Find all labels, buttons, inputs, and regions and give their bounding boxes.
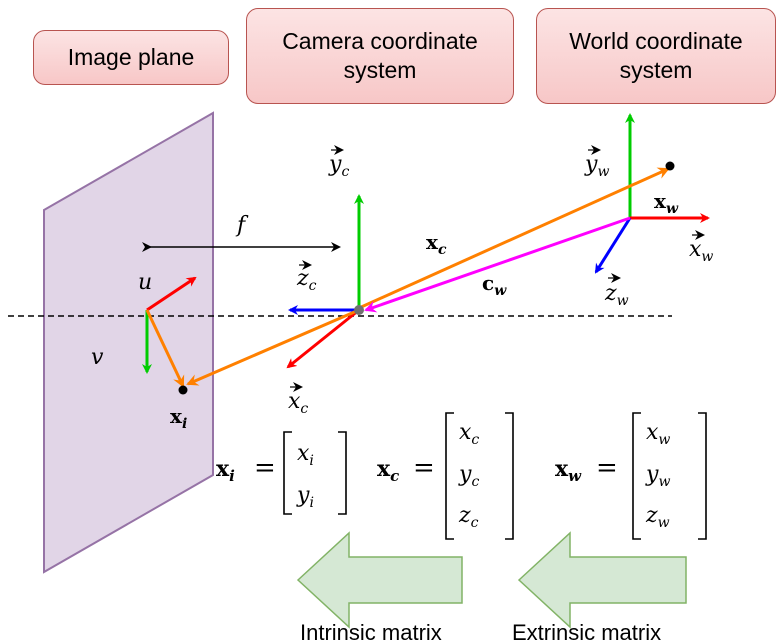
extrinsic-matrix-caption: Extrinsic matrix (512, 620, 661, 644)
xc-vector-label: xc (426, 230, 447, 258)
equation-xc: xc = xc yc zc (377, 412, 514, 540)
camera-coordinate-system-box: Camera coordinate system (246, 8, 514, 104)
svg-text:zw: zw (604, 281, 629, 309)
world-z-axis (594, 217, 632, 274)
svg-text:zw: zw (645, 503, 670, 531)
svg-text:xw: xw (689, 237, 713, 265)
svg-text:yw: yw (645, 462, 670, 490)
svg-text:yc: yc (458, 462, 479, 490)
equation-xw: xw = xw yw zw (555, 412, 707, 540)
camera-z-axis-label: zc (296, 260, 317, 294)
svg-text:yi: yi (296, 483, 314, 511)
projection-ray-arrow (186, 308, 360, 386)
xi-point-label: xi (170, 404, 187, 432)
svg-text:yw: yw (584, 152, 609, 180)
intrinsic-matrix-caption: Intrinsic matrix (300, 620, 442, 644)
svg-text:xc: xc (288, 389, 308, 417)
image-plane (43, 111, 214, 574)
image-plane-label-box: Image plane (33, 30, 229, 85)
world-point (665, 161, 675, 171)
svg-text:=: = (413, 453, 435, 483)
camera-center-point (354, 305, 364, 315)
u-label: u (138, 270, 152, 295)
focal-length-label: f (235, 213, 249, 238)
camera-box-line1: Camera coordinate (282, 28, 478, 55)
world-coordinate-system-box: World coordinate system (536, 8, 776, 104)
svg-text:xw: xw (646, 420, 670, 448)
world-x-axis-label: xw (689, 230, 713, 265)
image-plane-label: Image plane (67, 44, 195, 71)
intrinsic-block-arrow (296, 531, 463, 629)
svg-text:zc: zc (296, 266, 317, 294)
svg-text:xi: xi (216, 456, 235, 485)
camera-y-axis-label: yc (328, 145, 349, 180)
extrinsic-block-arrow (517, 531, 687, 629)
svg-text:=: = (596, 453, 618, 483)
world-box-line2: system (619, 57, 693, 83)
image-point-arrow (145, 309, 185, 388)
svg-text:zc: zc (458, 503, 479, 531)
svg-text:xc: xc (459, 420, 479, 448)
equation-xi: xi = xi yi (216, 431, 347, 515)
svg-text:=: = (254, 453, 276, 483)
svg-text:yc: yc (328, 152, 349, 180)
camera-x-axis (286, 308, 360, 369)
v-label: v (91, 345, 104, 370)
cw-vector-arrow (364, 216, 631, 313)
svg-text:xc: xc (377, 456, 399, 485)
camera-x-axis-label: xc (288, 382, 308, 417)
world-z-axis-label: zw (604, 273, 629, 309)
camera-box-line2: system (343, 57, 417, 83)
world-point-label: xw (654, 189, 679, 217)
svg-text:xi: xi (297, 441, 314, 469)
world-y-axis-label: yw (584, 145, 609, 180)
cw-vector-label: cw (482, 271, 507, 299)
world-box-line1: World coordinate (569, 28, 743, 55)
svg-text:xw: xw (555, 456, 582, 485)
image-point (178, 385, 188, 395)
image-u-axis (146, 276, 197, 312)
xc-vector-arrow (358, 167, 670, 310)
